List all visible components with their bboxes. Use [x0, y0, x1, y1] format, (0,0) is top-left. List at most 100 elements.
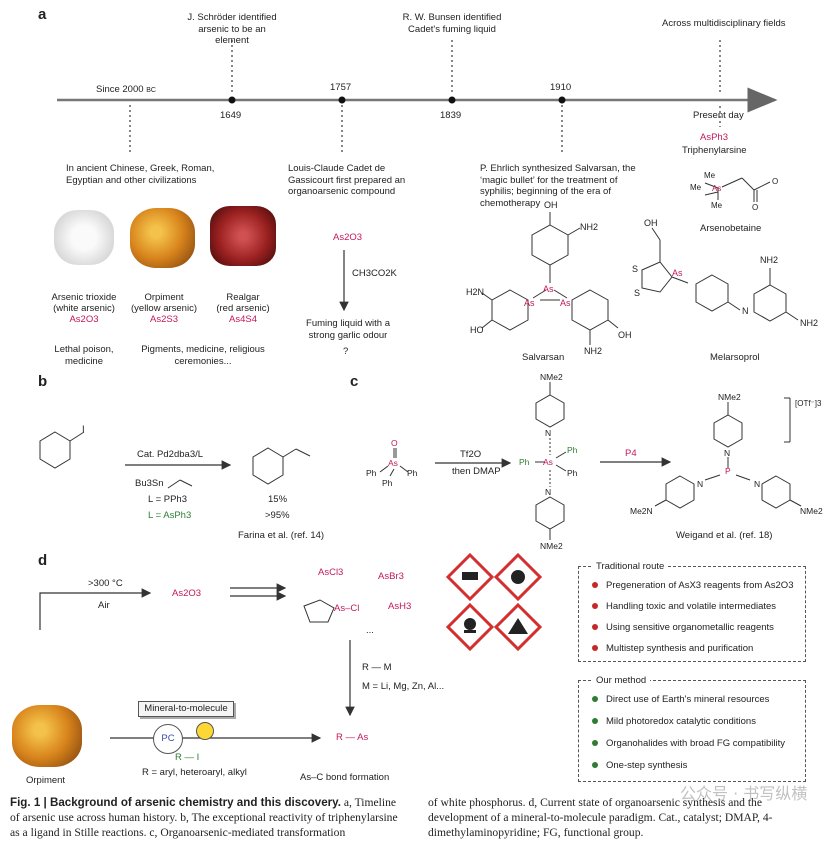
- panel-d-label: d: [38, 552, 48, 569]
- complex-ph-bottom-right: Ph: [567, 468, 578, 478]
- since-2000-label: Since 2000 BC: [96, 84, 156, 97]
- counter-ion: [OTf⁻]3: [795, 399, 822, 408]
- arsenic-trioxide-desc: (white arsenic): [53, 303, 115, 314]
- melarsoprol-oh: OH: [644, 218, 658, 228]
- traditional-item: Using sensitive organometallic reagents: [592, 622, 774, 633]
- year-1757: 1757: [330, 82, 352, 93]
- arsenobetaine-as: As: [712, 184, 722, 193]
- step-dmap: then DMAP: [452, 466, 501, 477]
- since-2000-text: Since 2000: [96, 84, 144, 95]
- arsine-oxide-ph-right: Ph: [407, 468, 418, 478]
- step-p4: P4: [625, 448, 637, 459]
- complex-nme2-top: NMe2: [540, 372, 563, 382]
- arsine-oxide-structure: [379, 448, 409, 477]
- event-bunsen: R. W. Bunsen identified Cadet's fuming l…: [402, 12, 502, 35]
- phosphorus-cation-structure: [654, 397, 802, 509]
- complex-ph-top-right: Ph: [567, 445, 578, 455]
- arsenobetaine-label: Arsenobetaine: [700, 223, 762, 234]
- melarsoprol-nh2-right: NH2: [800, 318, 819, 328]
- timeline-dotted-connectors: [129, 40, 721, 152]
- our-method-item: One-step synthesis: [592, 760, 687, 771]
- our-method-item: Mild photoredox catalytic conditions: [592, 716, 756, 727]
- salvarsan-oh-top: OH: [544, 200, 558, 210]
- reagent-ri: R — I: [175, 752, 200, 763]
- panel-a-label: a: [38, 6, 47, 23]
- arsenobetaine-o-minus: O: [772, 177, 779, 186]
- use-pigments: Pigments, medicine, religious ceremonies…: [141, 344, 265, 367]
- yield-pph3: 15%: [268, 494, 288, 505]
- arsenobetaine-o: O: [752, 203, 759, 212]
- complex-n-top: N: [545, 428, 552, 438]
- salvarsan-as-left: As: [524, 298, 535, 308]
- orpiment-name: Orpiment: [144, 292, 184, 303]
- styrene-structure: [252, 447, 311, 485]
- salvarsan-ho: HO: [470, 325, 484, 335]
- r-definition: R = aryl, heteroaryl, alkyl: [142, 767, 247, 778]
- step-tf2o: Tf2O: [460, 449, 482, 460]
- panel-c-label: c: [350, 373, 359, 390]
- arsenic-trioxide-image: [54, 210, 114, 265]
- salvarsan-oh-right: OH: [618, 330, 632, 340]
- photocatalyst-circle: PC: [153, 724, 183, 754]
- product-ascl3: AsCl3: [318, 567, 344, 578]
- hazard-pictograms: [445, 552, 543, 652]
- figure-caption-title: Fig. 1 | Background of arsenic chemistry…: [10, 796, 341, 809]
- complex-n-bottom: N: [545, 487, 552, 497]
- melarsoprol-structure: [641, 227, 799, 322]
- panel-b-label: b: [38, 373, 48, 390]
- use-lethal-poison: Lethal poison, medicine: [54, 344, 114, 367]
- reagent-rm: R — M: [362, 662, 392, 673]
- orpiment-d-label: Orpiment: [26, 775, 66, 786]
- realgar-desc: (red arsenic): [216, 303, 270, 314]
- cond-temperature: >300 °C: [88, 578, 123, 589]
- event-ancient: In ancient Chinese, Greek, Roman, Egypti…: [66, 163, 215, 186]
- ligand-asph3-text: L = AsPh3: [148, 510, 192, 521]
- light-bulb-icon: [196, 722, 214, 740]
- arsine-oxide-ph-left: Ph: [366, 468, 377, 478]
- orpiment-formula: As2S3: [150, 314, 178, 325]
- arsine-oxide-as: As: [388, 458, 398, 468]
- product-me2n: Me2N: [630, 506, 653, 516]
- dmap-complex-structure: [535, 382, 567, 540]
- melarsoprol-n: N: [742, 306, 749, 316]
- product-ash3: AsH3: [388, 601, 412, 612]
- product-p: P: [725, 466, 731, 476]
- traditional-item: Pregeneration of AsX3 reagents from As2O…: [592, 580, 793, 591]
- traditional-item: Multistep synthesis and purification: [592, 643, 753, 654]
- complex-as: As: [543, 457, 553, 467]
- year-1649: 1649: [220, 110, 242, 121]
- product-ellipsis: ...: [366, 625, 374, 636]
- event-multidisciplinary: Across multidisciplinary fields: [662, 18, 786, 29]
- figure-caption-left-text: a, Timeline of arsenic use across human …: [10, 796, 398, 839]
- salvarsan-nh2-bottom: NH2: [584, 346, 603, 356]
- our-method-item: Direct use of Earth's mineral resources: [592, 694, 769, 705]
- product-n-top: N: [724, 448, 731, 458]
- salvarsan-nh2-top: NH2: [580, 222, 599, 232]
- ligand-pph3-text: L = PPh3: [148, 494, 187, 505]
- triphenylarsine-label: Triphenylarsine: [682, 145, 747, 156]
- year-1839: 1839: [440, 110, 462, 121]
- product-nme2-right: NMe2: [800, 506, 823, 516]
- timeline-dot-1757: [338, 96, 346, 104]
- timeline-dot-1839: [448, 96, 456, 104]
- bond-formation-label: As–C bond formation: [300, 772, 390, 783]
- year-1910: 1910: [550, 82, 572, 93]
- d-as2o3: As2O3: [172, 588, 202, 599]
- arsine-oxide-o: O: [391, 438, 398, 448]
- metal-list: M = Li, Mg, Zn, Al...: [362, 681, 445, 692]
- orpiment-d-image: [12, 705, 82, 767]
- salvarsan-as-right: As: [560, 298, 571, 308]
- melarsoprol-nh2-top: NH2: [760, 255, 779, 265]
- melarsoprol-as: As: [672, 268, 683, 278]
- salvarsan-structure: [481, 212, 619, 345]
- ligand-asph3: L = AsPh3: [148, 510, 191, 522]
- traditional-route-box: [578, 566, 806, 662]
- salvarsan-label: Salvarsan: [522, 352, 565, 363]
- product-n-left: N: [697, 479, 704, 489]
- weigand-ref: Weigand et al. (ref. 18): [676, 530, 773, 541]
- complex-nme2-bottom: NMe2: [540, 541, 563, 551]
- farina-ref: Farina et al. (ref. 14): [238, 530, 325, 541]
- vinyl-stannane: [167, 479, 193, 489]
- traditional-item: Handling toxic and volatile intermediate…: [592, 601, 776, 612]
- bc-suffix: BC: [146, 87, 156, 94]
